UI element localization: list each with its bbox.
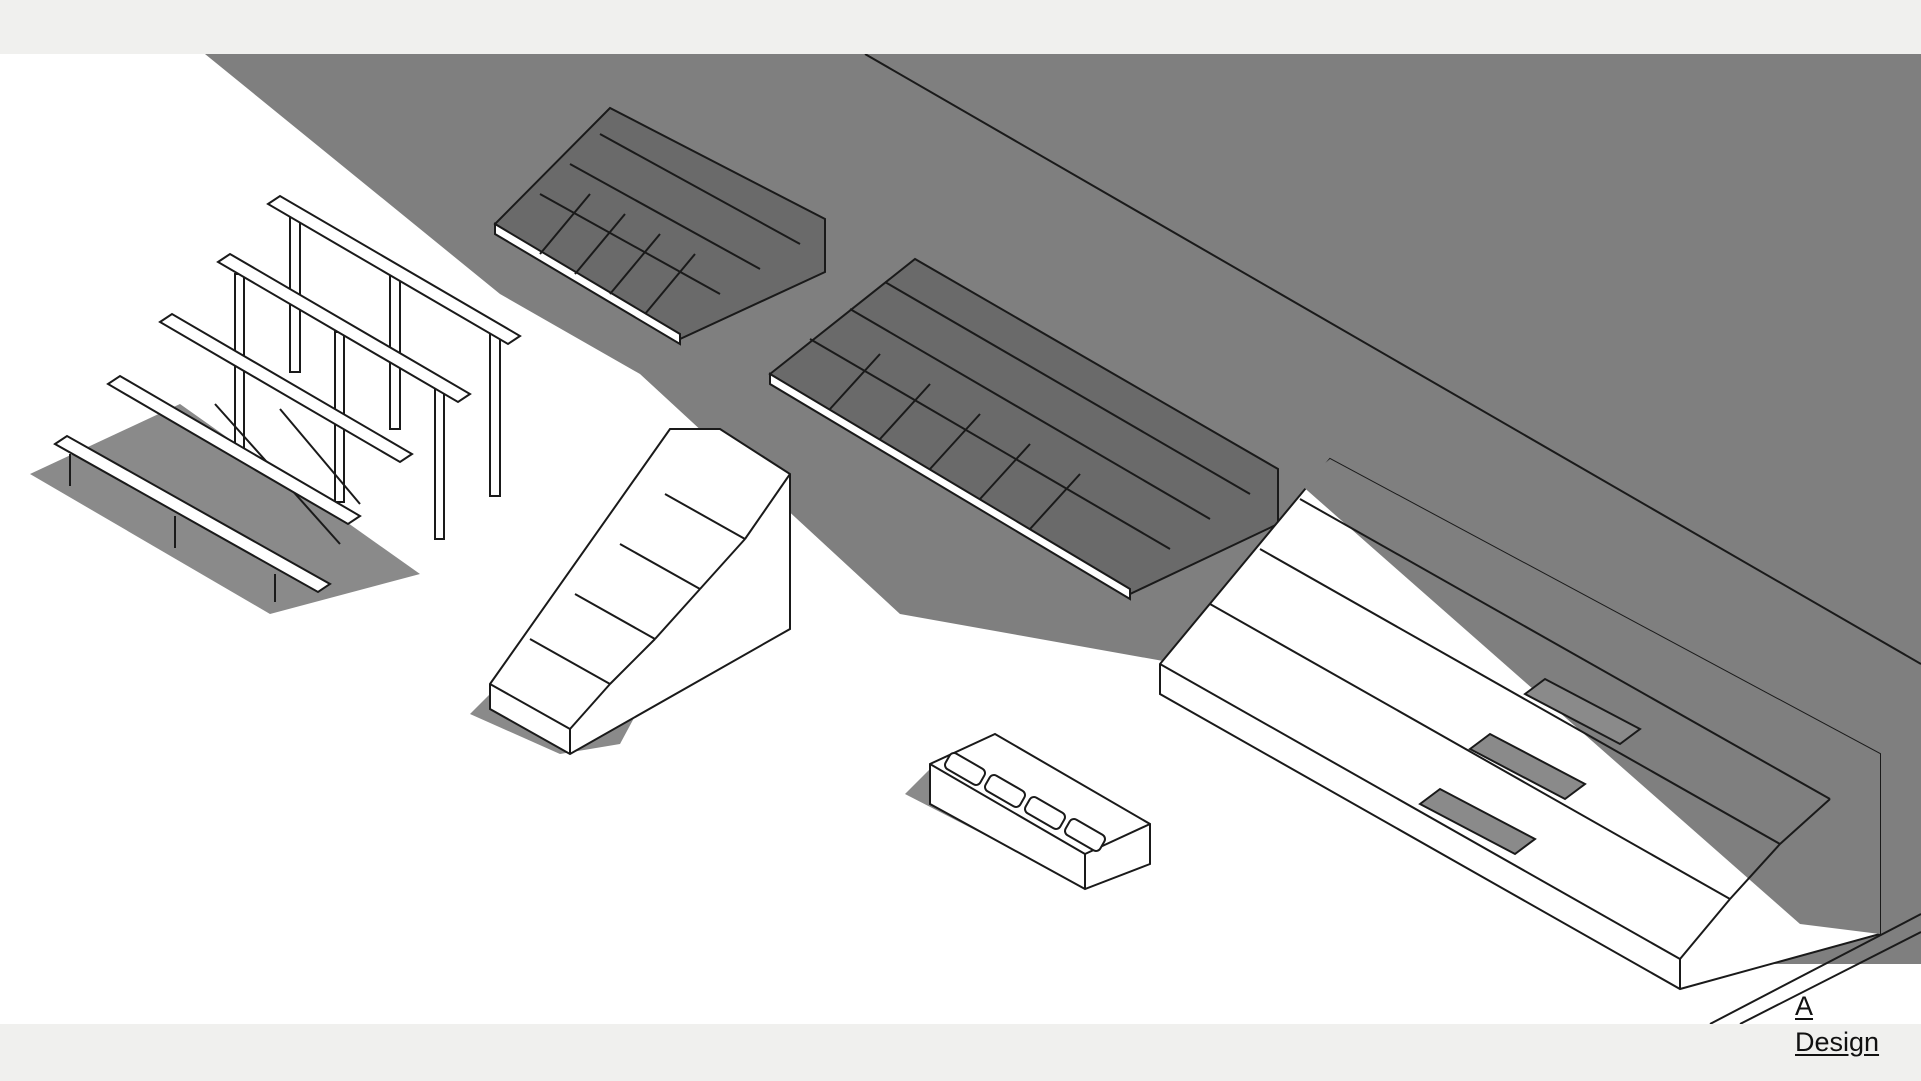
inset-seat: [1468, 732, 1587, 801]
cushion-bench: [905, 732, 1151, 891]
brand-line-1: A: [1795, 991, 1814, 1021]
brand-line-2: Design: [1795, 1027, 1880, 1057]
bleacher-brace: [279, 408, 361, 505]
bleacher-post: [489, 325, 501, 497]
bleacher-bench-4: [106, 374, 362, 526]
bleacher-bench-5: [53, 434, 332, 594]
floor-edge-line: [1709, 913, 1921, 1024]
inset-seat: [1418, 787, 1537, 856]
isometric-seating-drawing: [30, 54, 1921, 1024]
bleacher-bench-2: [216, 252, 472, 404]
brand-logo: A Design: [1795, 988, 1879, 1060]
stepped-block-small: [493, 106, 826, 346]
metal-bleacher: [30, 194, 522, 614]
bleacher-bench-1: [266, 194, 522, 346]
stepped-block-large: [768, 257, 1279, 601]
bleacher-post: [434, 388, 445, 540]
bottom-margin-band: [0, 1024, 1921, 1081]
top-margin-band: [0, 0, 1921, 54]
stepped-platform: [1159, 457, 1881, 991]
inset-seat: [1523, 677, 1642, 746]
white-stair: [470, 428, 791, 756]
bleacher-bench-3: [158, 312, 414, 464]
floor-edge-line-2: [1739, 931, 1921, 1024]
wall-edge-line: [864, 54, 1921, 665]
bleacher-shadow: [30, 404, 420, 614]
